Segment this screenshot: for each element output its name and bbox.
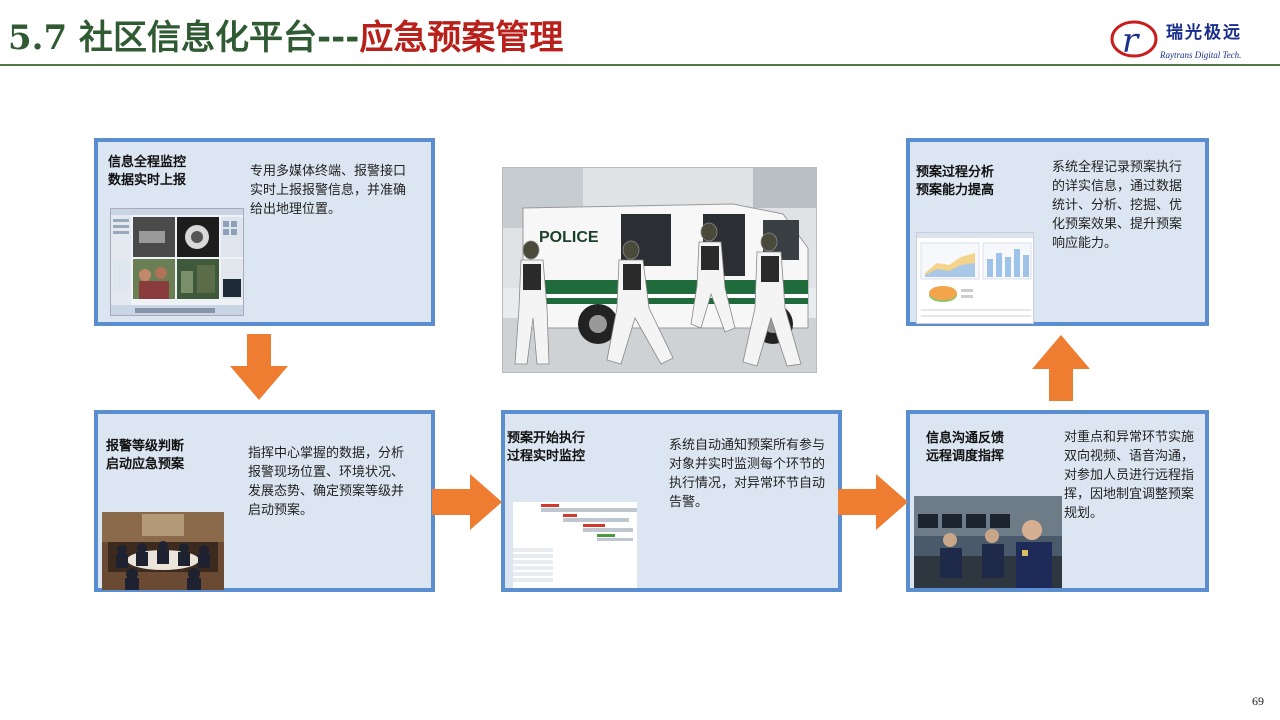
step-monitor-text: 专用多媒体终端、报警接口实时上报报警信息，并准确给出地理位置。 bbox=[250, 164, 407, 217]
step-monitor-heading-line1: 信息全程监控 bbox=[108, 155, 187, 170]
step-analysis-box: 预案过程分析 预案能力提高 系统全程记录预案执行的详实信息，通过数据统计、分析、… bbox=[906, 138, 1209, 326]
step-alarm-text: 指挥中心掌握的数据，分析报警现场位置、环境状况、发展态势、确定预案等级并启动预案… bbox=[248, 446, 405, 518]
step-execute-box: 预案开始执行 过程实时监控 系统自动通知预案所有参与对象并实时监测每个环节的执行… bbox=[501, 410, 842, 592]
step-analysis-heading: 预案过程分析 预案能力提高 bbox=[916, 164, 994, 200]
page-title: 5.7 社区信息化平台---应急预案管理 bbox=[8, 10, 563, 59]
analysis-software-screenshot bbox=[916, 232, 1034, 324]
step-alarm-box: 报警等级判断 启动应急预案 指挥中心掌握的数据，分析报警现场位置、环境状况、发展… bbox=[94, 410, 435, 592]
step-monitor-heading-line2: 数据实时上报 bbox=[108, 173, 187, 188]
logo-mark-icon: r bbox=[1110, 20, 1158, 61]
step-monitor-heading: 信息全程监控 数据实时上报 bbox=[108, 154, 186, 190]
step-alarm-heading-line2: 启动应急预案 bbox=[106, 457, 185, 472]
step-execute-heading: 预案开始执行 过程实时监控 bbox=[507, 430, 585, 466]
step-execute-heading-line1: 预案开始执行 bbox=[507, 431, 586, 446]
step-feedback-heading-line1: 信息沟通反馈 bbox=[926, 431, 1005, 446]
dispatch-center-photo bbox=[914, 496, 1062, 588]
arrow-right-icon bbox=[432, 474, 502, 530]
police-emergency-photo: POLICE bbox=[502, 167, 817, 373]
step-monitor-box: 信息全程监控 数据实时上报 专用多媒体终端、报警接口实时上报报警信息，并准确给出… bbox=[94, 138, 435, 326]
monitoring-software-screenshot bbox=[110, 208, 244, 316]
step-feedback-box: 信息沟通反馈 远程调度指挥 对重点和异常环节实施双向视频、语音沟通，对参加人员进… bbox=[906, 410, 1209, 592]
company-logo: r 瑞光极远 Raytrans Digital Tech. bbox=[1108, 14, 1260, 66]
arrow-right-icon bbox=[838, 474, 908, 530]
step-feedback-heading-line2: 远程调度指挥 bbox=[926, 449, 1005, 464]
police-van-label: POLICE bbox=[539, 229, 599, 246]
arrow-up-icon bbox=[1032, 335, 1090, 401]
step-analysis-text: 系统全程记录预案执行的详实信息，通过数据统计、分析、挖掘、优化预案效果、提升预案… bbox=[1052, 160, 1183, 251]
step-alarm-heading-line1: 报警等级判断 bbox=[106, 439, 185, 454]
logo-mark: r bbox=[1122, 21, 1140, 61]
step-feedback-text: 对重点和异常环节实施双向视频、语音沟通，对参加人员进行远程指挥，因地制宜调整预案… bbox=[1064, 430, 1195, 521]
logo-name-cn: 瑞光极远 bbox=[1166, 23, 1242, 43]
arrow-down-icon bbox=[230, 334, 288, 400]
command-meeting-photo bbox=[102, 512, 224, 590]
execution-gantt-screenshot bbox=[513, 502, 637, 588]
step-execute-text: 系统自动通知预案所有参与对象并实时监测每个环节的执行情况，对异常环节自动告警。 bbox=[669, 438, 826, 510]
title-underline bbox=[0, 64, 1280, 66]
title-part-2: 应急预案管理 bbox=[359, 18, 564, 58]
step-analysis-heading-line1: 预案过程分析 bbox=[916, 165, 995, 180]
title-part-1: 社区信息化平台--- bbox=[79, 18, 360, 58]
step-alarm-heading: 报警等级判断 启动应急预案 bbox=[106, 438, 184, 474]
section-number: 5.7 bbox=[8, 18, 68, 58]
step-feedback-heading: 信息沟通反馈 远程调度指挥 bbox=[926, 430, 1004, 466]
step-execute-heading-line2: 过程实时监控 bbox=[507, 449, 586, 464]
step-analysis-heading-line2: 预案能力提高 bbox=[916, 183, 995, 198]
page-number: 69 bbox=[1252, 694, 1264, 708]
logo-name-en: Raytrans Digital Tech. bbox=[1160, 50, 1242, 60]
